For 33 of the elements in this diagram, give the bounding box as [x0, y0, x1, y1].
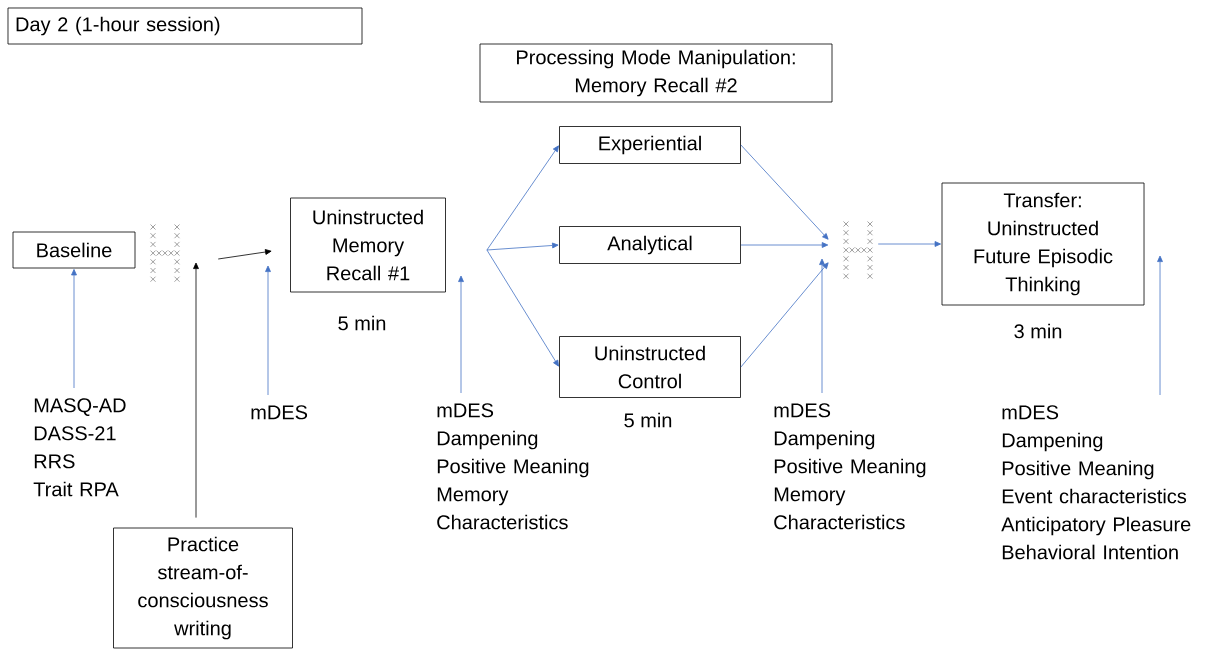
arrow: [740, 262, 829, 368]
process-box: Uninstructed Control: [559, 336, 741, 398]
measure-list: MASQ-AD DASS-21 RRS Trait RPA: [33, 398, 126, 497]
process-box: Practice stream-of-consciousness writing: [113, 527, 293, 649]
process-box: Uninstructed Memory Recall #1: [290, 197, 446, 293]
arrow: [877, 241, 941, 247]
arrow: [819, 258, 825, 394]
measure-list: mDES Dampening Positive Meaning Memory Characteristics: [437, 403, 589, 530]
measure-list: mDES: [251, 405, 308, 420]
arrow: [486, 242, 559, 251]
duration-label: 5 min: [624, 412, 672, 428]
arrow: [265, 265, 271, 396]
process-box: Analytical: [559, 226, 741, 264]
duration-label: 3 min: [1014, 323, 1062, 339]
measure-list: mDES Dampening Positive Meaning Memory Characteristics: [774, 403, 926, 530]
arrow: [740, 144, 829, 240]
arrow: [1157, 255, 1163, 396]
duration-label: 5 min: [338, 315, 386, 331]
measure-list: mDES Dampening Positive Meaning Event characteristics Anticipatory Pleasure Behavioral Intention: [1001, 405, 1191, 560]
arrow: [217, 249, 272, 260]
arrow: [71, 269, 77, 389]
arrow: [193, 262, 199, 518]
process-box: Experiential: [559, 126, 741, 164]
arrow: [458, 275, 464, 394]
h-symbol-drawing: [843, 221, 873, 279]
arrow: [486, 249, 559, 367]
arrow: [740, 242, 829, 248]
process-box: Day 2 (1-hour session): [7, 7, 363, 45]
h-symbol-drawing: [150, 224, 180, 282]
arrow: [486, 145, 559, 251]
process-box: Processing Mode Manipulation: Memory Recall #2: [479, 43, 833, 103]
process-box: Transfer: Uninstructed Future Episodic Thinking: [941, 182, 1145, 306]
process-box: Baseline: [12, 231, 136, 269]
